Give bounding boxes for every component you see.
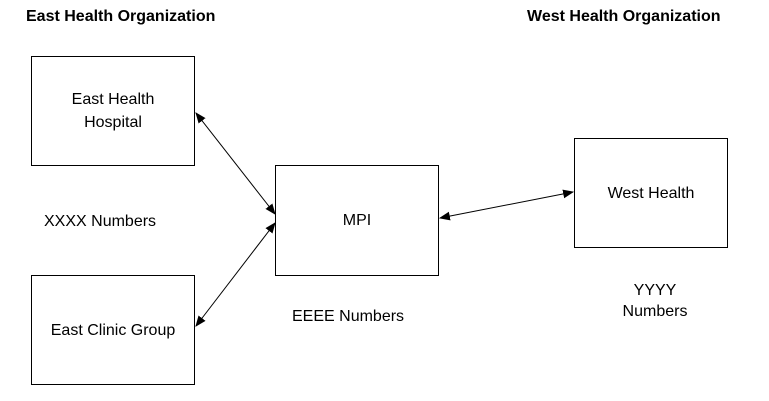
west-numbers-label: YYYY Numbers (622, 282, 688, 320)
connector-mpi-west (438, 189, 575, 221)
mpi-numbers-label: EEEE Numbers (292, 308, 405, 325)
mpi-label: MPI (342, 212, 372, 229)
mpi-box: MPI (275, 165, 439, 276)
east-clinic-group-label: East Clinic Group (50, 321, 176, 339)
east-health-hospital-label: East Health Hospital (71, 91, 155, 131)
east-clinic-group-box: East Clinic Group (31, 275, 195, 385)
connector-hospital-mpi (195, 112, 276, 215)
west-organization-heading: West Health Organization (527, 8, 721, 25)
east-numbers-label: XXXX Numbers (44, 213, 157, 230)
west-health-label: West Health (607, 184, 695, 202)
connector-clinic-mpi (195, 222, 276, 327)
east-health-hospital-box: East Health Hospital (31, 56, 195, 166)
west-health-box: West Health (574, 138, 728, 248)
east-organization-heading: East Health Organization (26, 8, 216, 25)
